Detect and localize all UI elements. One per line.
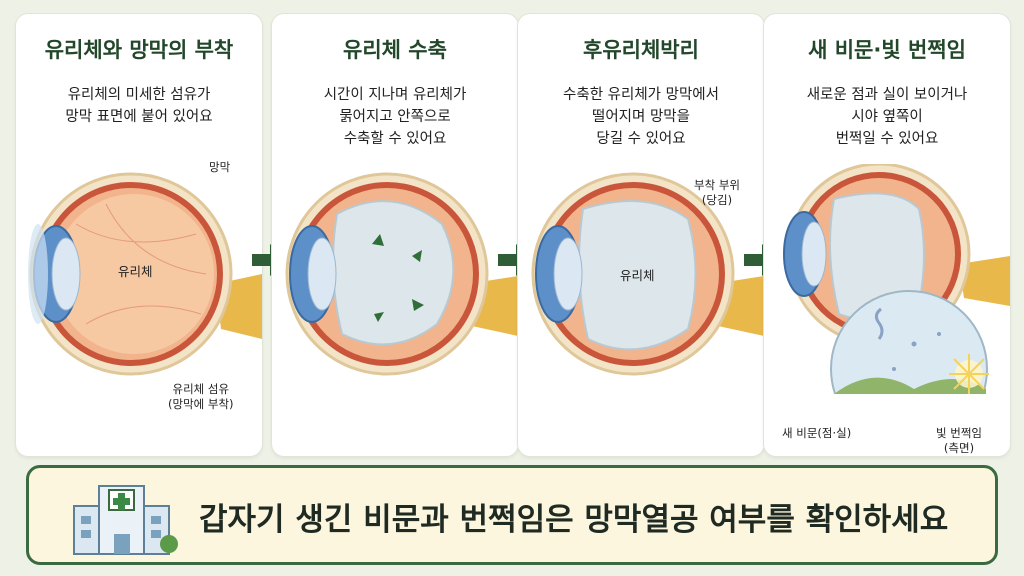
- panel-description: 수축한 유리체가 망막에서 떨어지며 망막을 당길 수 있어요: [563, 87, 719, 147]
- label-vitreous: 유리체: [118, 264, 153, 279]
- panel-title: 유리체와 망막의 부착: [44, 38, 234, 62]
- label-vitreous-fiber: 유리체 섬유 (망막에 부착): [168, 382, 234, 411]
- eye-diagram: [783, 164, 1010, 394]
- label-retina: 망막: [209, 160, 231, 174]
- label-flashes: 빛 번쩍임 (측면): [936, 426, 982, 455]
- panel-title: 새 비문·빛 번쩍임: [808, 38, 966, 62]
- label-floaters: 새 비문(점·실): [782, 426, 852, 440]
- label-vitreous: 유리체: [620, 268, 655, 283]
- panel-attachment: 유리체와 망막의 부착 유리체의 미세한 섬유가 망막 표면에 붙어 있어요 망…: [16, 14, 262, 456]
- panel-title: 후유리체박리: [583, 38, 699, 62]
- panel-symptoms: 새 비문·빛 번쩍임 새로운 점과 실이 보이거나 시야 옆쪽이 번쩍일 수 있…: [764, 14, 1010, 456]
- banner-message: 갑자기 생긴 비문과 번쩍임은 망막열공 여부를 확인하세요: [199, 502, 949, 538]
- panel-description: 유리체의 미세한 섬유가 망막 표면에 붙어 있어요: [65, 87, 213, 125]
- label-attachment-site: 부착 부위 (당김): [694, 178, 740, 207]
- panel-detachment: 후유리체박리 수축한 유리체가 망막에서 떨어지며 망막을 당길 수 있어요 부…: [518, 14, 764, 456]
- eye-diagram: [28, 172, 262, 376]
- panel-description: 시간이 지나며 유리체가 묽어지고 안쪽으로 수축할 수 있어요: [323, 87, 467, 147]
- panel-contraction: 유리체 수축 시간이 지나며 유리체가 묽어지고 안쪽으로 수축할 수 있어요: [272, 14, 518, 456]
- panel-title: 유리체 수축: [343, 38, 447, 62]
- hospital-icon: [73, 485, 178, 555]
- panel-description: 새로운 점과 실이 보이거나 시야 옆쪽이 번쩍일 수 있어요: [806, 87, 968, 147]
- warning-banner: 갑자기 생긴 비문과 번쩍임은 망막열공 여부를 확인하세요: [26, 465, 998, 565]
- eye-diagram: [531, 172, 764, 376]
- eye-diagram: [285, 172, 518, 376]
